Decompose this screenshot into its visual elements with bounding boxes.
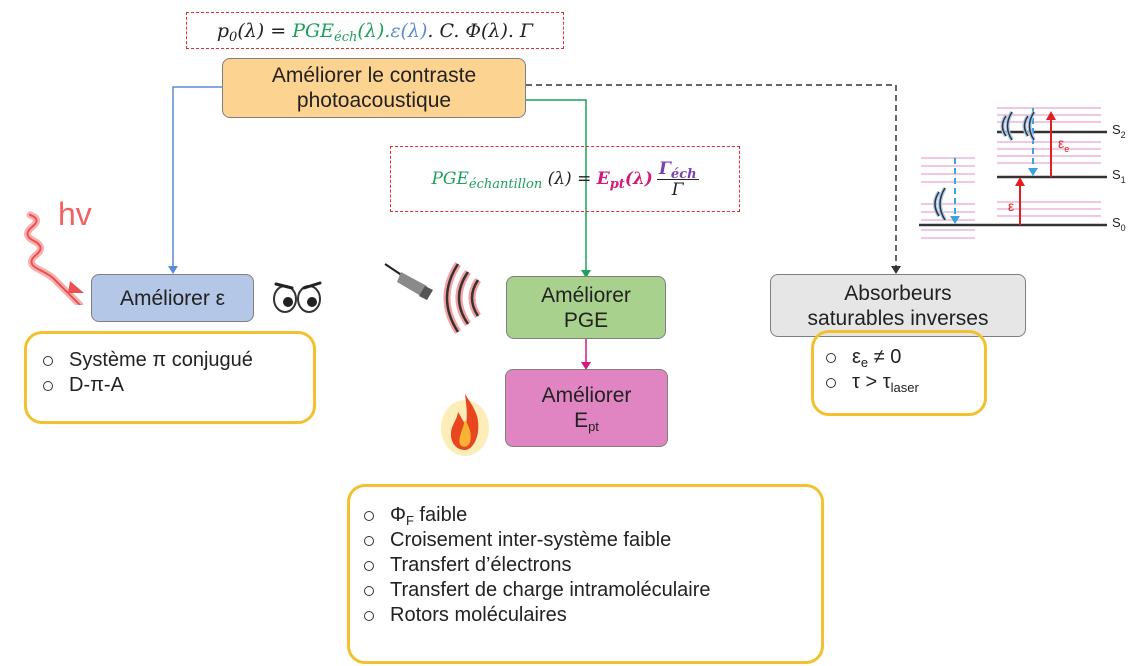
list-item: D-π-A xyxy=(35,373,305,398)
formula-pge-echantillon: PGEéchantillon xyxy=(431,169,543,192)
list-ept-strategies: ΦF faible Croisement inter-système faibl… xyxy=(347,484,824,664)
list-item: τ > τlaser xyxy=(818,370,980,395)
box-improve-pge: Améliorer PGE xyxy=(506,276,666,339)
blue-arrowhead xyxy=(168,266,178,274)
label-s0: S0 xyxy=(1112,215,1126,233)
label-epsilon-excited: εe xyxy=(1058,135,1070,154)
box-ept-line1: Améliorer xyxy=(541,384,632,407)
formula-fraction: Γéch Γ xyxy=(656,158,699,200)
fraction-numerator: Γéch xyxy=(656,158,699,182)
dashed-arrowhead xyxy=(891,266,901,274)
box-improve-epsilon: Améliorer ε xyxy=(91,274,254,322)
box-absorbers-line2: saturables inverses xyxy=(807,306,989,330)
box-contrast-line2: photoacoustique xyxy=(296,89,452,112)
box-pge-line1: Améliorer xyxy=(541,283,631,307)
label-epsilon: ε xyxy=(1008,198,1015,214)
label-s1: S1 xyxy=(1112,167,1126,185)
formula-p0: p0(λ) = xyxy=(216,19,287,45)
laser-icon xyxy=(384,263,433,300)
list-item: ΦF faible xyxy=(356,503,815,528)
box-pge-line2: PGE xyxy=(563,308,609,332)
box-ept-line2: Ept xyxy=(574,409,599,434)
list-item: εe ≠ 0 xyxy=(818,345,980,370)
formula-ept: Ept(λ) xyxy=(596,169,653,192)
box-absorbers-line1: Absorbeurs xyxy=(844,281,952,305)
list-item: Système π conjugué xyxy=(35,348,305,373)
dashed-connector xyxy=(526,84,897,272)
formula-rest: . C. Φ(λ). Γ xyxy=(427,19,534,42)
box-epsilon-label: Améliorer ε xyxy=(119,286,226,310)
energy-level-diagram xyxy=(919,107,1107,239)
formula-lambda-equals: (λ) = xyxy=(542,169,597,189)
box-improve-contrast: Améliorer le contraste photoacoustique xyxy=(222,58,526,118)
list-item: Croisement inter-système faible xyxy=(356,528,815,553)
box-improve-ept: Améliorer Ept xyxy=(505,369,668,447)
light-wave-icon xyxy=(24,211,84,305)
list-item: Rotors moléculaires xyxy=(356,603,815,628)
green-connector xyxy=(526,99,587,276)
hv-label: hv xyxy=(58,196,92,232)
fraction-denominator: Γ xyxy=(671,179,684,200)
list-item: Transfert d’électrons xyxy=(356,553,815,578)
formula-photoacoustic-pressure: p0(λ) = PGEéch(λ). ε(λ) . C. Φ(λ). Γ xyxy=(186,12,564,49)
formula-epsilon: ε(λ) xyxy=(390,19,428,42)
green-arrowhead xyxy=(581,270,591,278)
list-item: Transfert de charge intramoléculaire xyxy=(356,578,815,603)
list-epsilon-strategies: Système π conjugué D-π-A xyxy=(24,331,316,424)
formula-pge-sample: PGEéchantillon (λ) = Ept(λ) Γéch Γ xyxy=(390,146,740,212)
pink-arrowhead xyxy=(581,362,591,370)
acoustic-wave-icon xyxy=(443,262,482,334)
formula-pge: PGEéch(λ). xyxy=(292,19,391,45)
label-s2: S2 xyxy=(1112,122,1126,140)
list-rsa-criteria: εe ≠ 0 τ > τlaser xyxy=(811,330,987,416)
eyes-icon xyxy=(273,281,322,313)
flame-icon xyxy=(441,394,489,456)
box-contrast-line1: Améliorer le contraste xyxy=(271,64,477,87)
box-reverse-saturable-absorbers: Absorbeurs saturables inverses xyxy=(770,274,1026,337)
blue-connector xyxy=(172,86,222,272)
